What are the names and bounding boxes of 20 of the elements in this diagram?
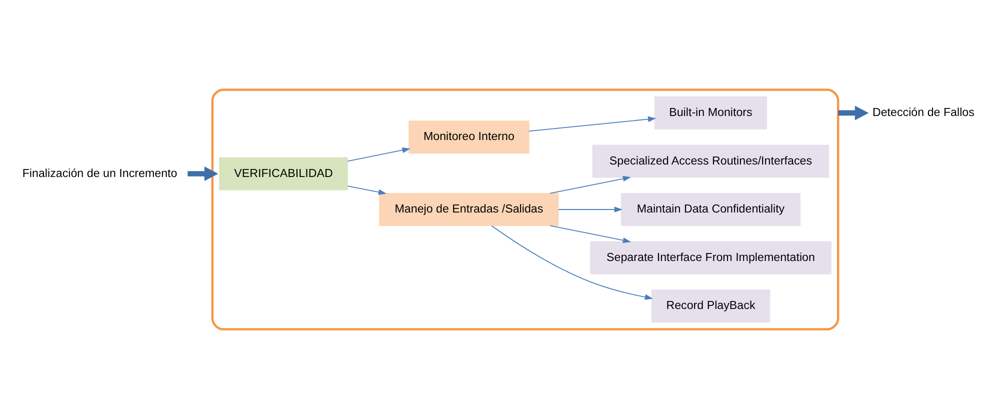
arrow	[550, 225, 631, 244]
node-box: VERIFICABILIDAD	[219, 157, 348, 190]
node-box: Maintain Data Confidentiality	[620, 192, 801, 226]
node-box: Monitoreo Interno	[408, 120, 530, 154]
node-box: Manejo de Entradas /Salidas	[379, 192, 559, 226]
node-text: Detección de Fallos	[872, 106, 974, 120]
arrow	[188, 166, 218, 181]
cluster	[211, 88, 840, 330]
arrow	[838, 106, 869, 120]
arrow	[550, 176, 631, 194]
arrow	[491, 225, 653, 300]
arrow	[558, 206, 622, 212]
node-box: Record PlayBack	[651, 290, 770, 323]
arrow	[528, 116, 656, 132]
node-box: Separate Interface From Implementation	[590, 241, 832, 274]
node-text: Finalización de un Incremento	[22, 166, 178, 180]
node-box: Specialized Access Routines/Interfaces	[592, 144, 830, 178]
arrow	[347, 186, 387, 195]
arrow	[347, 147, 410, 162]
node-box: Built-in Monitors	[654, 96, 768, 130]
